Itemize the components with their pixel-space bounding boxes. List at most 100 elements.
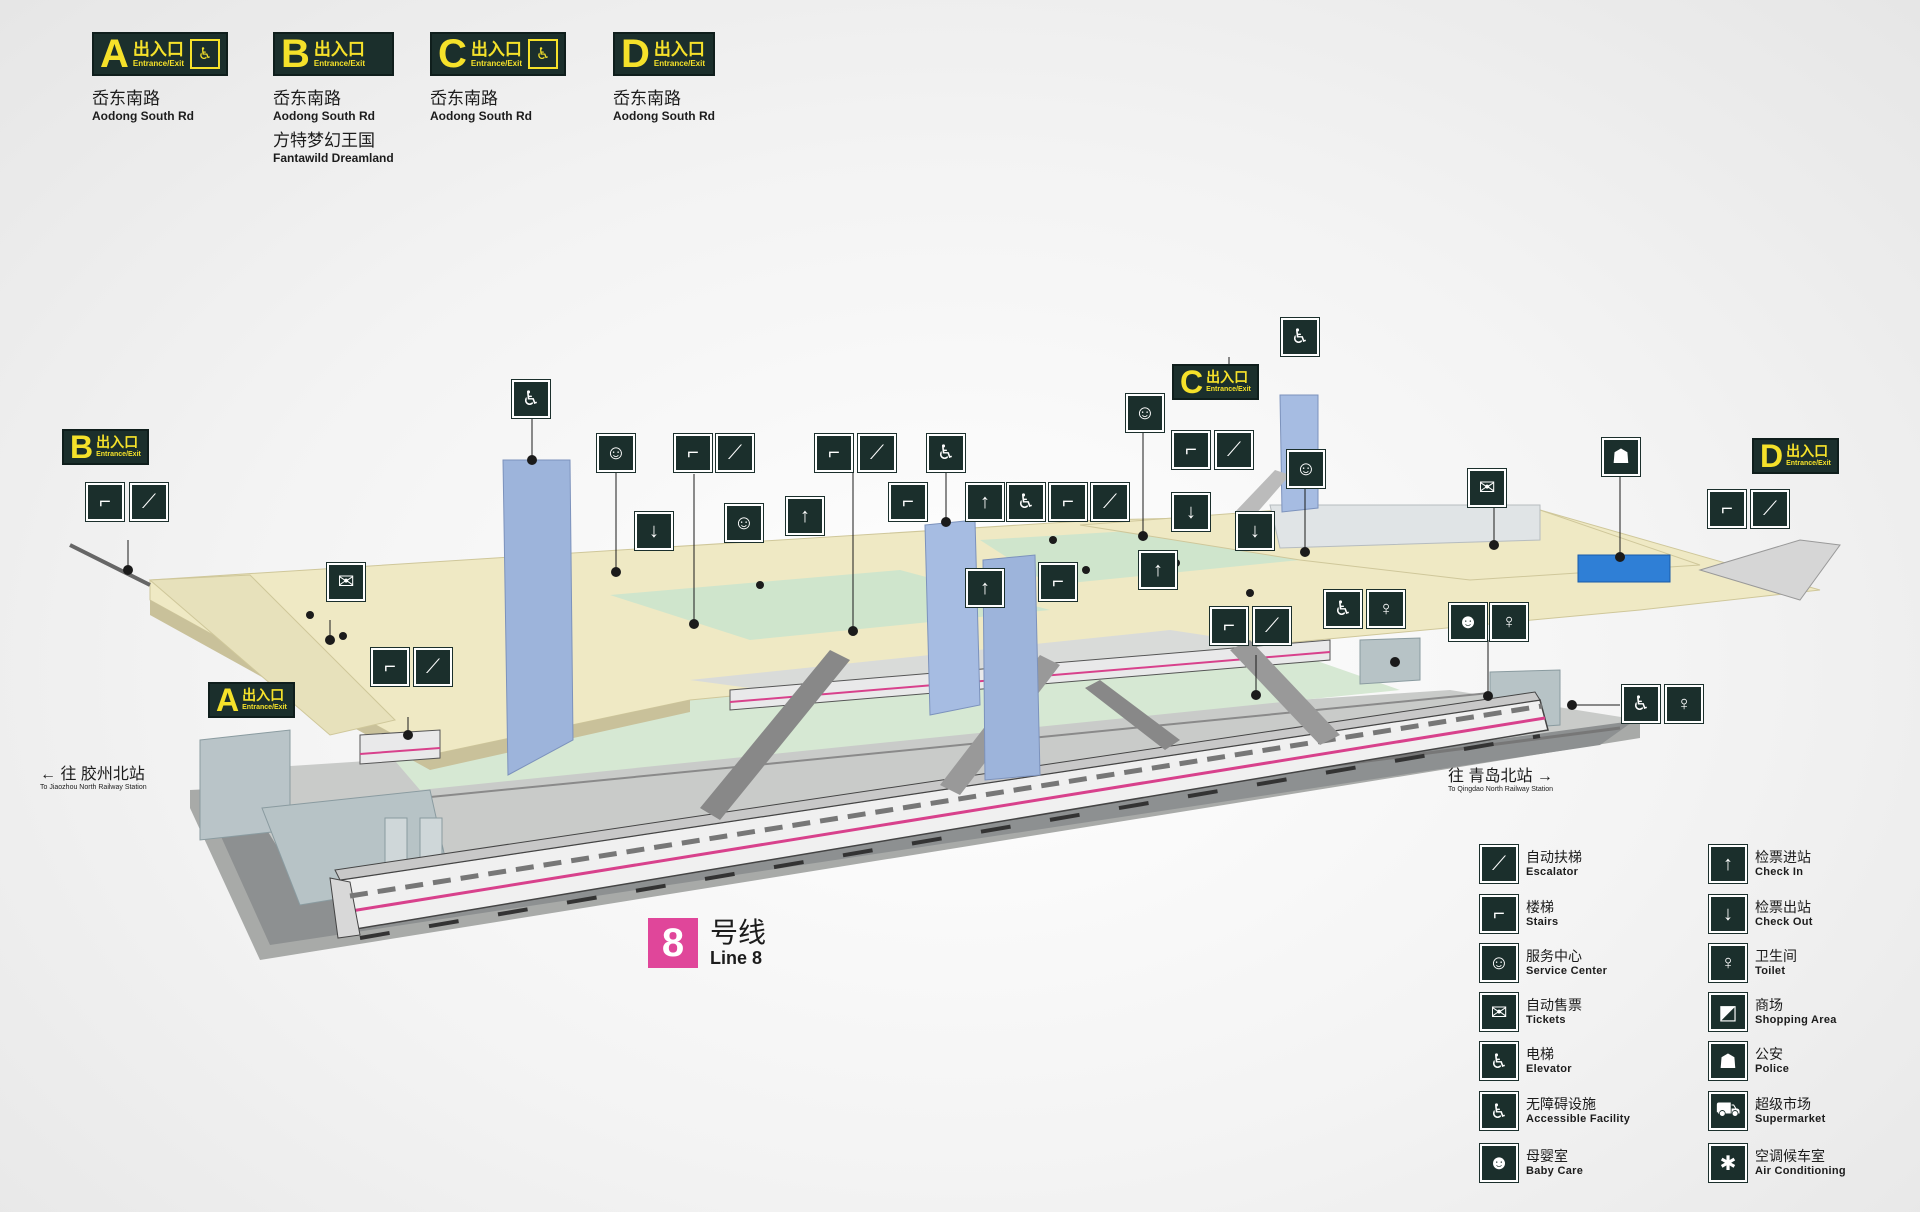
stairs-icon: ⌐ xyxy=(889,483,927,521)
arrow-left-icon: ← xyxy=(40,766,56,783)
escalator-structure xyxy=(1085,680,1180,750)
entrance-corridor xyxy=(1269,504,1541,549)
legend-label-cn: 无障碍设施 xyxy=(1526,1096,1596,1112)
legend-label-en: Police xyxy=(1755,1063,1790,1075)
legend-label-en: Stairs xyxy=(1526,916,1559,928)
legend-label-en: Toilet xyxy=(1755,965,1786,977)
police-box xyxy=(1577,554,1671,583)
exit-letter: D xyxy=(1760,438,1784,474)
elevator-icon: ♿ xyxy=(1480,1042,1518,1080)
exit-destination-cn: 岙东南路 xyxy=(273,89,341,108)
check-out-icon: ↓ xyxy=(1172,493,1210,531)
train-roof xyxy=(334,691,1541,881)
exit-en: Entrance/Exit xyxy=(96,451,141,458)
tickets-icon: ✉ xyxy=(327,563,365,601)
utility-block xyxy=(1359,637,1421,685)
legend-label-en: Escalator xyxy=(1526,866,1579,878)
accessible-facility-icon: ♿ xyxy=(1480,1092,1518,1130)
exit-cn: 出入口 xyxy=(470,39,522,59)
exit-cn: 出入口 xyxy=(1206,369,1249,385)
tickets-icon: ✉ xyxy=(1468,469,1506,507)
stairs-icon: ⌐ xyxy=(674,434,712,472)
escalator-icon: ⟋ xyxy=(1253,607,1291,645)
exit-cn: 出入口 xyxy=(313,39,365,59)
direction-left-cn: 往 胶州北站 xyxy=(60,766,145,783)
direction-right-en: To Qingdao North Railway Station xyxy=(1448,786,1554,793)
check-in-icon: ↑ xyxy=(966,483,1004,521)
legend-label-cn: 自动扶梯 xyxy=(1526,849,1582,865)
exit-en: Entrance/Exit xyxy=(1786,460,1831,467)
exit-destination-en: Aodong South Rd xyxy=(273,109,375,123)
exit-stairs xyxy=(1698,539,1841,601)
legend-label-cn: 空调候车室 xyxy=(1755,1148,1825,1164)
supermarket-icon: ⛟ xyxy=(1709,1092,1747,1130)
baby-care-icon: ☻ xyxy=(1449,603,1487,641)
stairs-icon: ⌐ xyxy=(1049,483,1087,521)
service-center-icon: ☺ xyxy=(1287,450,1325,488)
check-in-icon: ↑ xyxy=(786,497,824,535)
exit-destination2-cn: 方特梦幻王国 xyxy=(273,131,375,150)
exit-destination-cn: 岙东南路 xyxy=(613,89,681,108)
tickets-icon: ✉ xyxy=(1480,993,1518,1031)
elevator-icon: ♿ xyxy=(190,39,221,69)
legend-label-cn: 母婴室 xyxy=(1526,1148,1568,1164)
air-conditioning-icon: ✱ xyxy=(1709,1144,1747,1182)
check-out-icon: ↓ xyxy=(1236,512,1274,550)
legend-label-cn: 超级市场 xyxy=(1755,1096,1811,1112)
shopping-area-icon: ◩ xyxy=(1709,993,1747,1031)
elevator-shaft xyxy=(924,519,981,716)
exit-letter: C xyxy=(1180,364,1204,400)
exit-letter: B xyxy=(70,429,94,465)
exit-cn: 出入口 xyxy=(96,434,139,450)
exit-ramp xyxy=(69,543,151,587)
exit-en: Entrance/Exit xyxy=(132,58,185,68)
elevator-icon: ♿ xyxy=(1007,483,1045,521)
service-center-icon: ☺ xyxy=(725,504,763,542)
legend-label-en: Check In xyxy=(1755,866,1804,878)
legend-label-en: Accessible Facility xyxy=(1526,1113,1631,1125)
stairs-icon: ⌐ xyxy=(815,434,853,472)
escalator-icon: ⟋ xyxy=(130,483,168,521)
exit-destination-en: Aodong South Rd xyxy=(92,109,194,123)
elevator-shaft xyxy=(502,459,574,776)
stairs-icon: ⌐ xyxy=(1210,607,1248,645)
legend-label-cn: 楼梯 xyxy=(1526,899,1554,915)
track-rail xyxy=(399,689,1521,801)
exit-destination-cn: 岙东南路 xyxy=(430,89,498,108)
train-stripe xyxy=(359,747,441,755)
police-icon: ☗ xyxy=(1602,438,1640,476)
elevator-icon: ♿ xyxy=(1281,318,1319,356)
escalator-icon: ⟋ xyxy=(414,648,452,686)
legend-label-en: Air Conditioning xyxy=(1755,1165,1846,1177)
check-in-icon: ↑ xyxy=(1139,551,1177,589)
check-out-icon: ↓ xyxy=(1709,895,1747,933)
train-front xyxy=(329,877,361,939)
legend-label-cn: 服务中心 xyxy=(1526,948,1582,964)
stairs-icon: ⌐ xyxy=(371,648,409,686)
stairs-icon: ⌐ xyxy=(1480,895,1518,933)
exit-letter: A xyxy=(100,32,129,76)
line-label: 8 号线 Line 8 xyxy=(648,918,766,968)
legend-label-cn: 商场 xyxy=(1755,997,1783,1013)
service-center-icon: ☺ xyxy=(1480,944,1518,982)
elevator-icon: ♿ xyxy=(528,39,559,69)
door xyxy=(384,817,408,867)
platform-green-lower xyxy=(360,655,1400,790)
escalator-icon: ⟋ xyxy=(1480,845,1518,883)
check-out-icon: ↓ xyxy=(635,512,673,550)
toilet-icon: ♀ xyxy=(1490,603,1528,641)
